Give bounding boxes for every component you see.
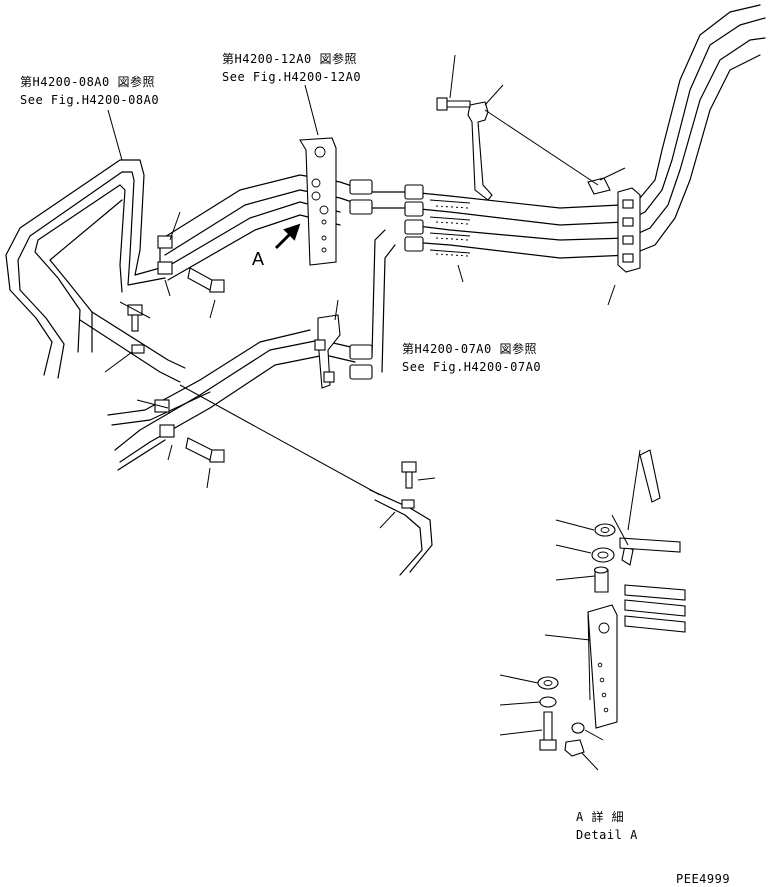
leader-lines (104, 54, 626, 529)
drawing-code: PEE4999 (676, 872, 731, 886)
detail-title-en: Detail A (576, 828, 638, 842)
ref-08a0-jp: 第H4200-08A0 図参照 (20, 75, 155, 89)
center-bracket (299, 137, 337, 266)
detail-a-parts (499, 449, 686, 771)
ref-08a0-en: See Fig.H4200-08A0 (20, 93, 160, 107)
detail-title-jp: A 詳 細 (576, 810, 625, 824)
pipe-fittings (349, 179, 471, 380)
lower-pipes (107, 329, 433, 576)
hanger-bracket (436, 97, 611, 201)
ref-12a0-jp: 第H4200-12A0 図参照 (222, 52, 357, 66)
right-clamp (617, 187, 641, 273)
view-arrow-icon (274, 223, 301, 250)
ref-07a0-jp: 第H4200-07A0 図参照 (402, 342, 537, 356)
ref-12a0-en: See Fig.H4200-12A0 (222, 70, 362, 84)
view-marker-label: A (252, 249, 265, 269)
ref-07a0-en: See Fig.H4200-07A0 (402, 360, 542, 374)
left-pipe-loop (5, 159, 186, 383)
bolts-clamps (127, 235, 417, 509)
main-pipes (371, 4, 766, 373)
